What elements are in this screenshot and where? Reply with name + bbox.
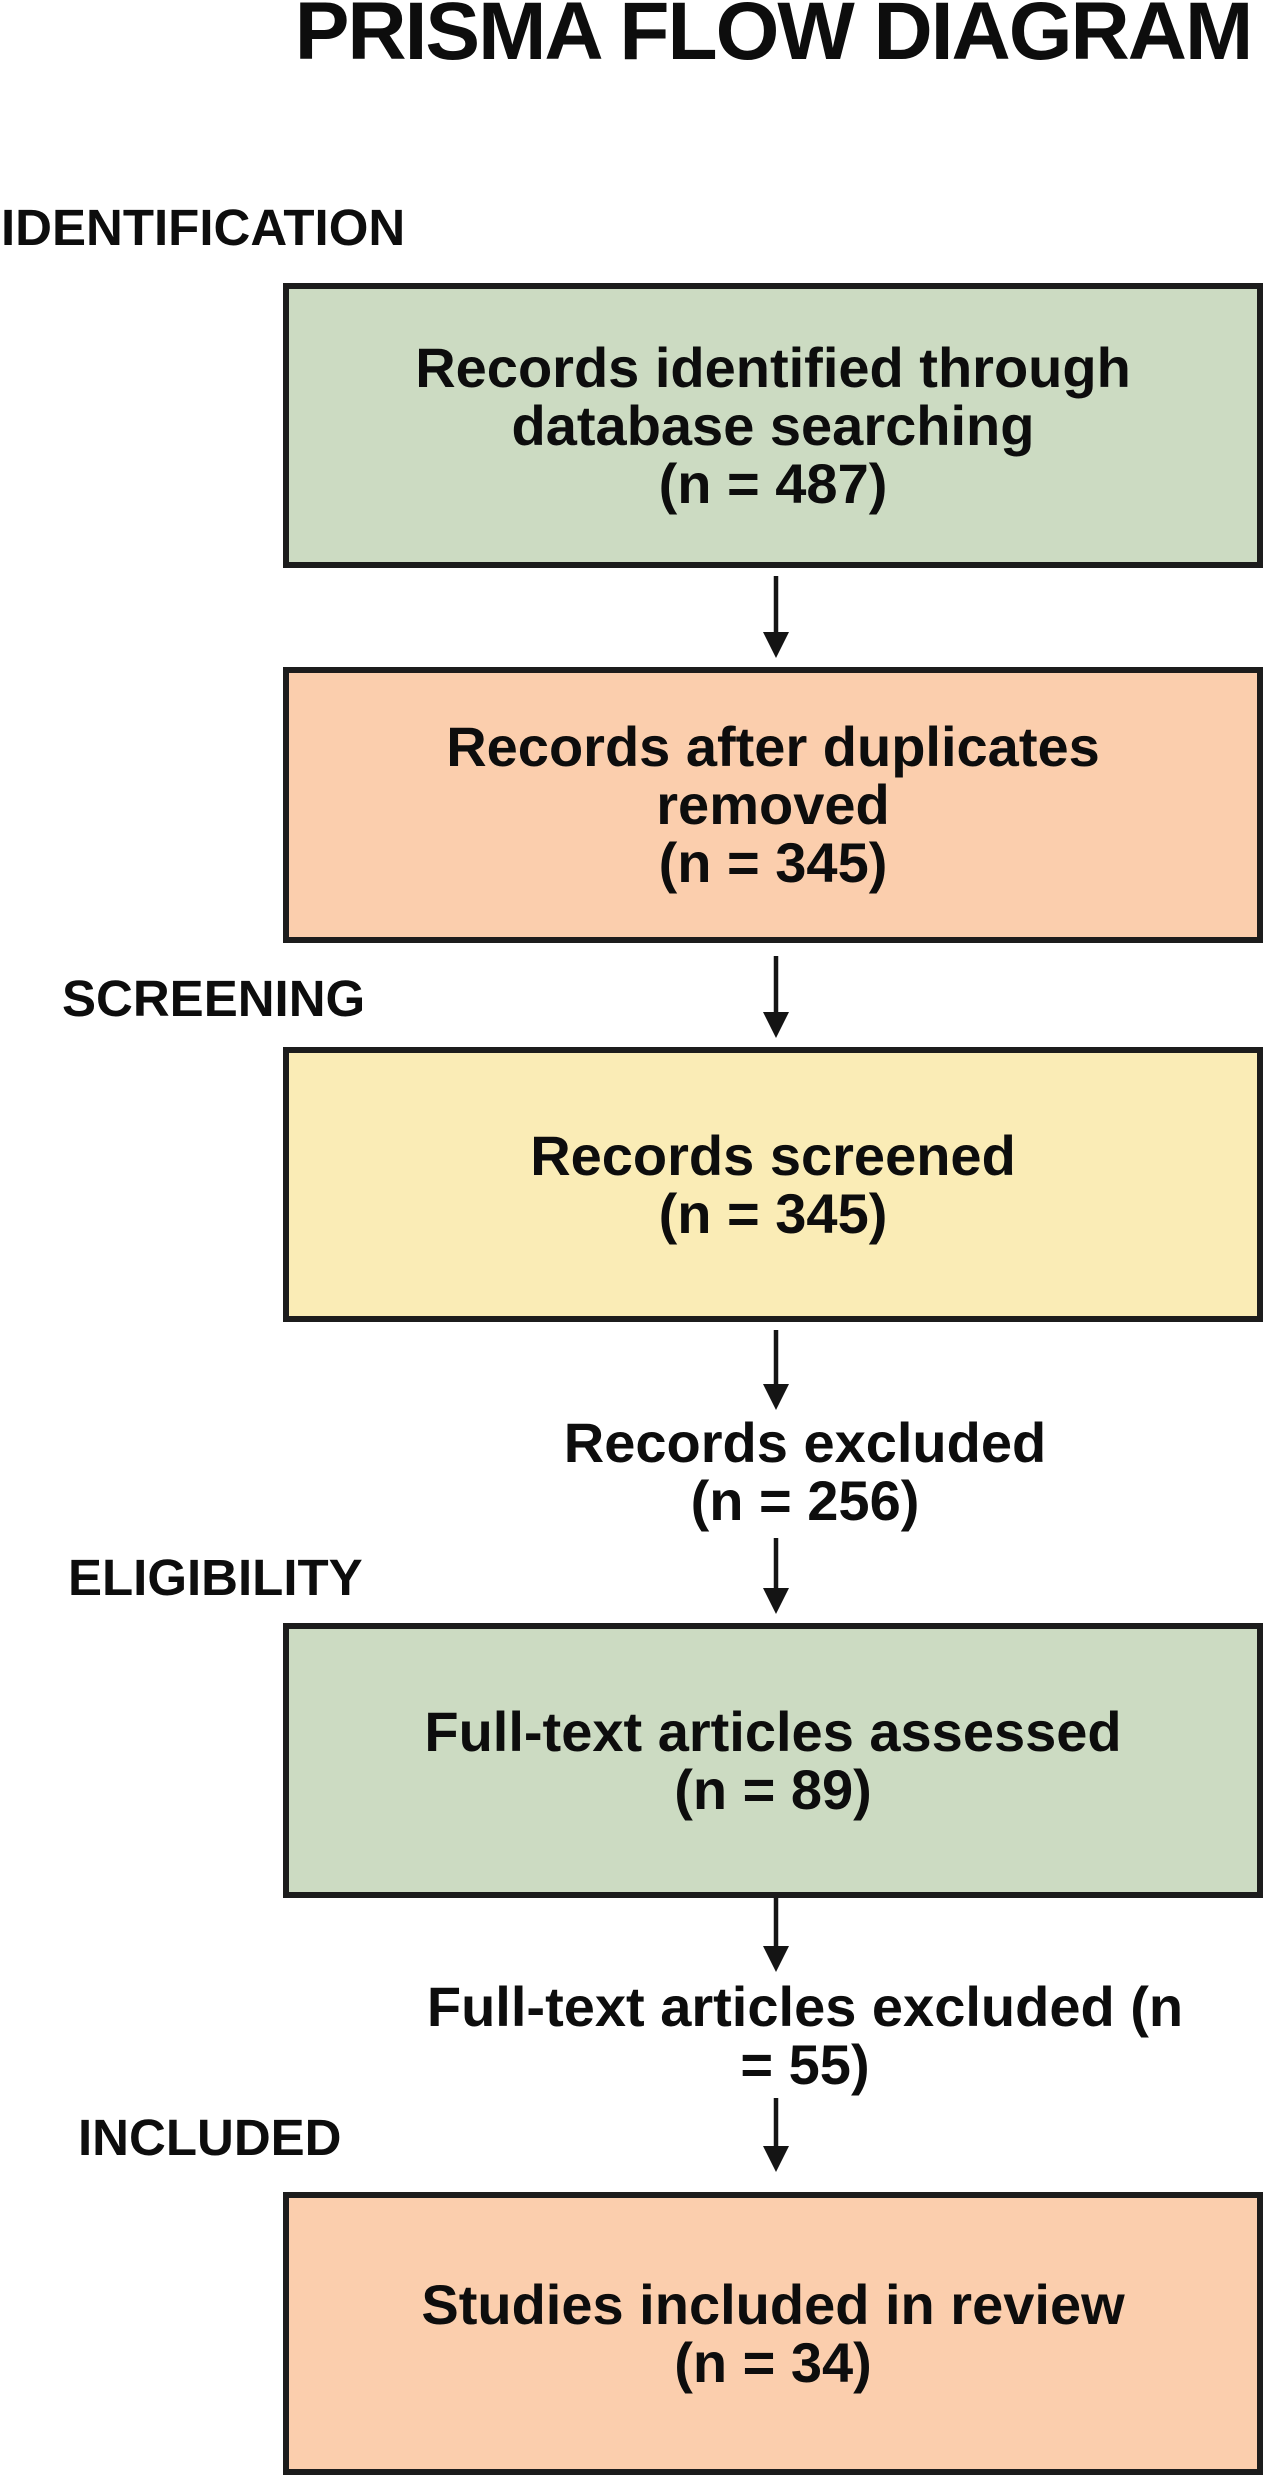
flow-box-studies-included: Studies included in review (n = 34) <box>283 2192 1263 2475</box>
flow-arrow-down <box>761 1538 791 1614</box>
flow-box-fulltext-assessed: Full-text articles assessed (n = 89) <box>283 1623 1263 1898</box>
flow-box-text: Records screened (n = 345) <box>530 1123 1016 1245</box>
flow-box-text: Studies included in review (n = 34) <box>421 2272 1125 2394</box>
flow-arrow-down <box>761 1898 791 1972</box>
stage-label-identification: IDENTIFICATION <box>1 199 406 256</box>
stage-label-screening: SCREENING <box>62 970 366 1027</box>
flow-box-records-screened: Records screened (n = 345) <box>283 1047 1263 1322</box>
flow-arrow-down <box>761 2098 791 2172</box>
stage-label-included: INCLUDED <box>78 2109 342 2166</box>
flow-arrow-down <box>761 1330 791 1410</box>
flow-arrow-down <box>761 576 791 658</box>
flow-arrow-down <box>761 956 791 1038</box>
page-title: PRISMA FLOW DIAGRAM <box>294 0 1254 77</box>
flow-box-text: Full-text articles assessed (n = 89) <box>424 1699 1122 1821</box>
flow-box-records-after-duplicates: Records after duplicates removed (n = 34… <box>283 667 1263 943</box>
flow-box-records-identified: Records identified through database sear… <box>283 283 1263 568</box>
stage-label-eligibility: ELIGIBILITY <box>68 1549 363 1606</box>
note-records-excluded: Records excluded (n = 256) <box>563 1411 1047 1532</box>
flow-box-text: Records identified through database sear… <box>415 335 1131 515</box>
note-fulltext-excluded: Full-text articles excluded (n = 55) <box>426 1975 1184 2096</box>
flow-box-text: Records after duplicates removed (n = 34… <box>446 715 1100 894</box>
